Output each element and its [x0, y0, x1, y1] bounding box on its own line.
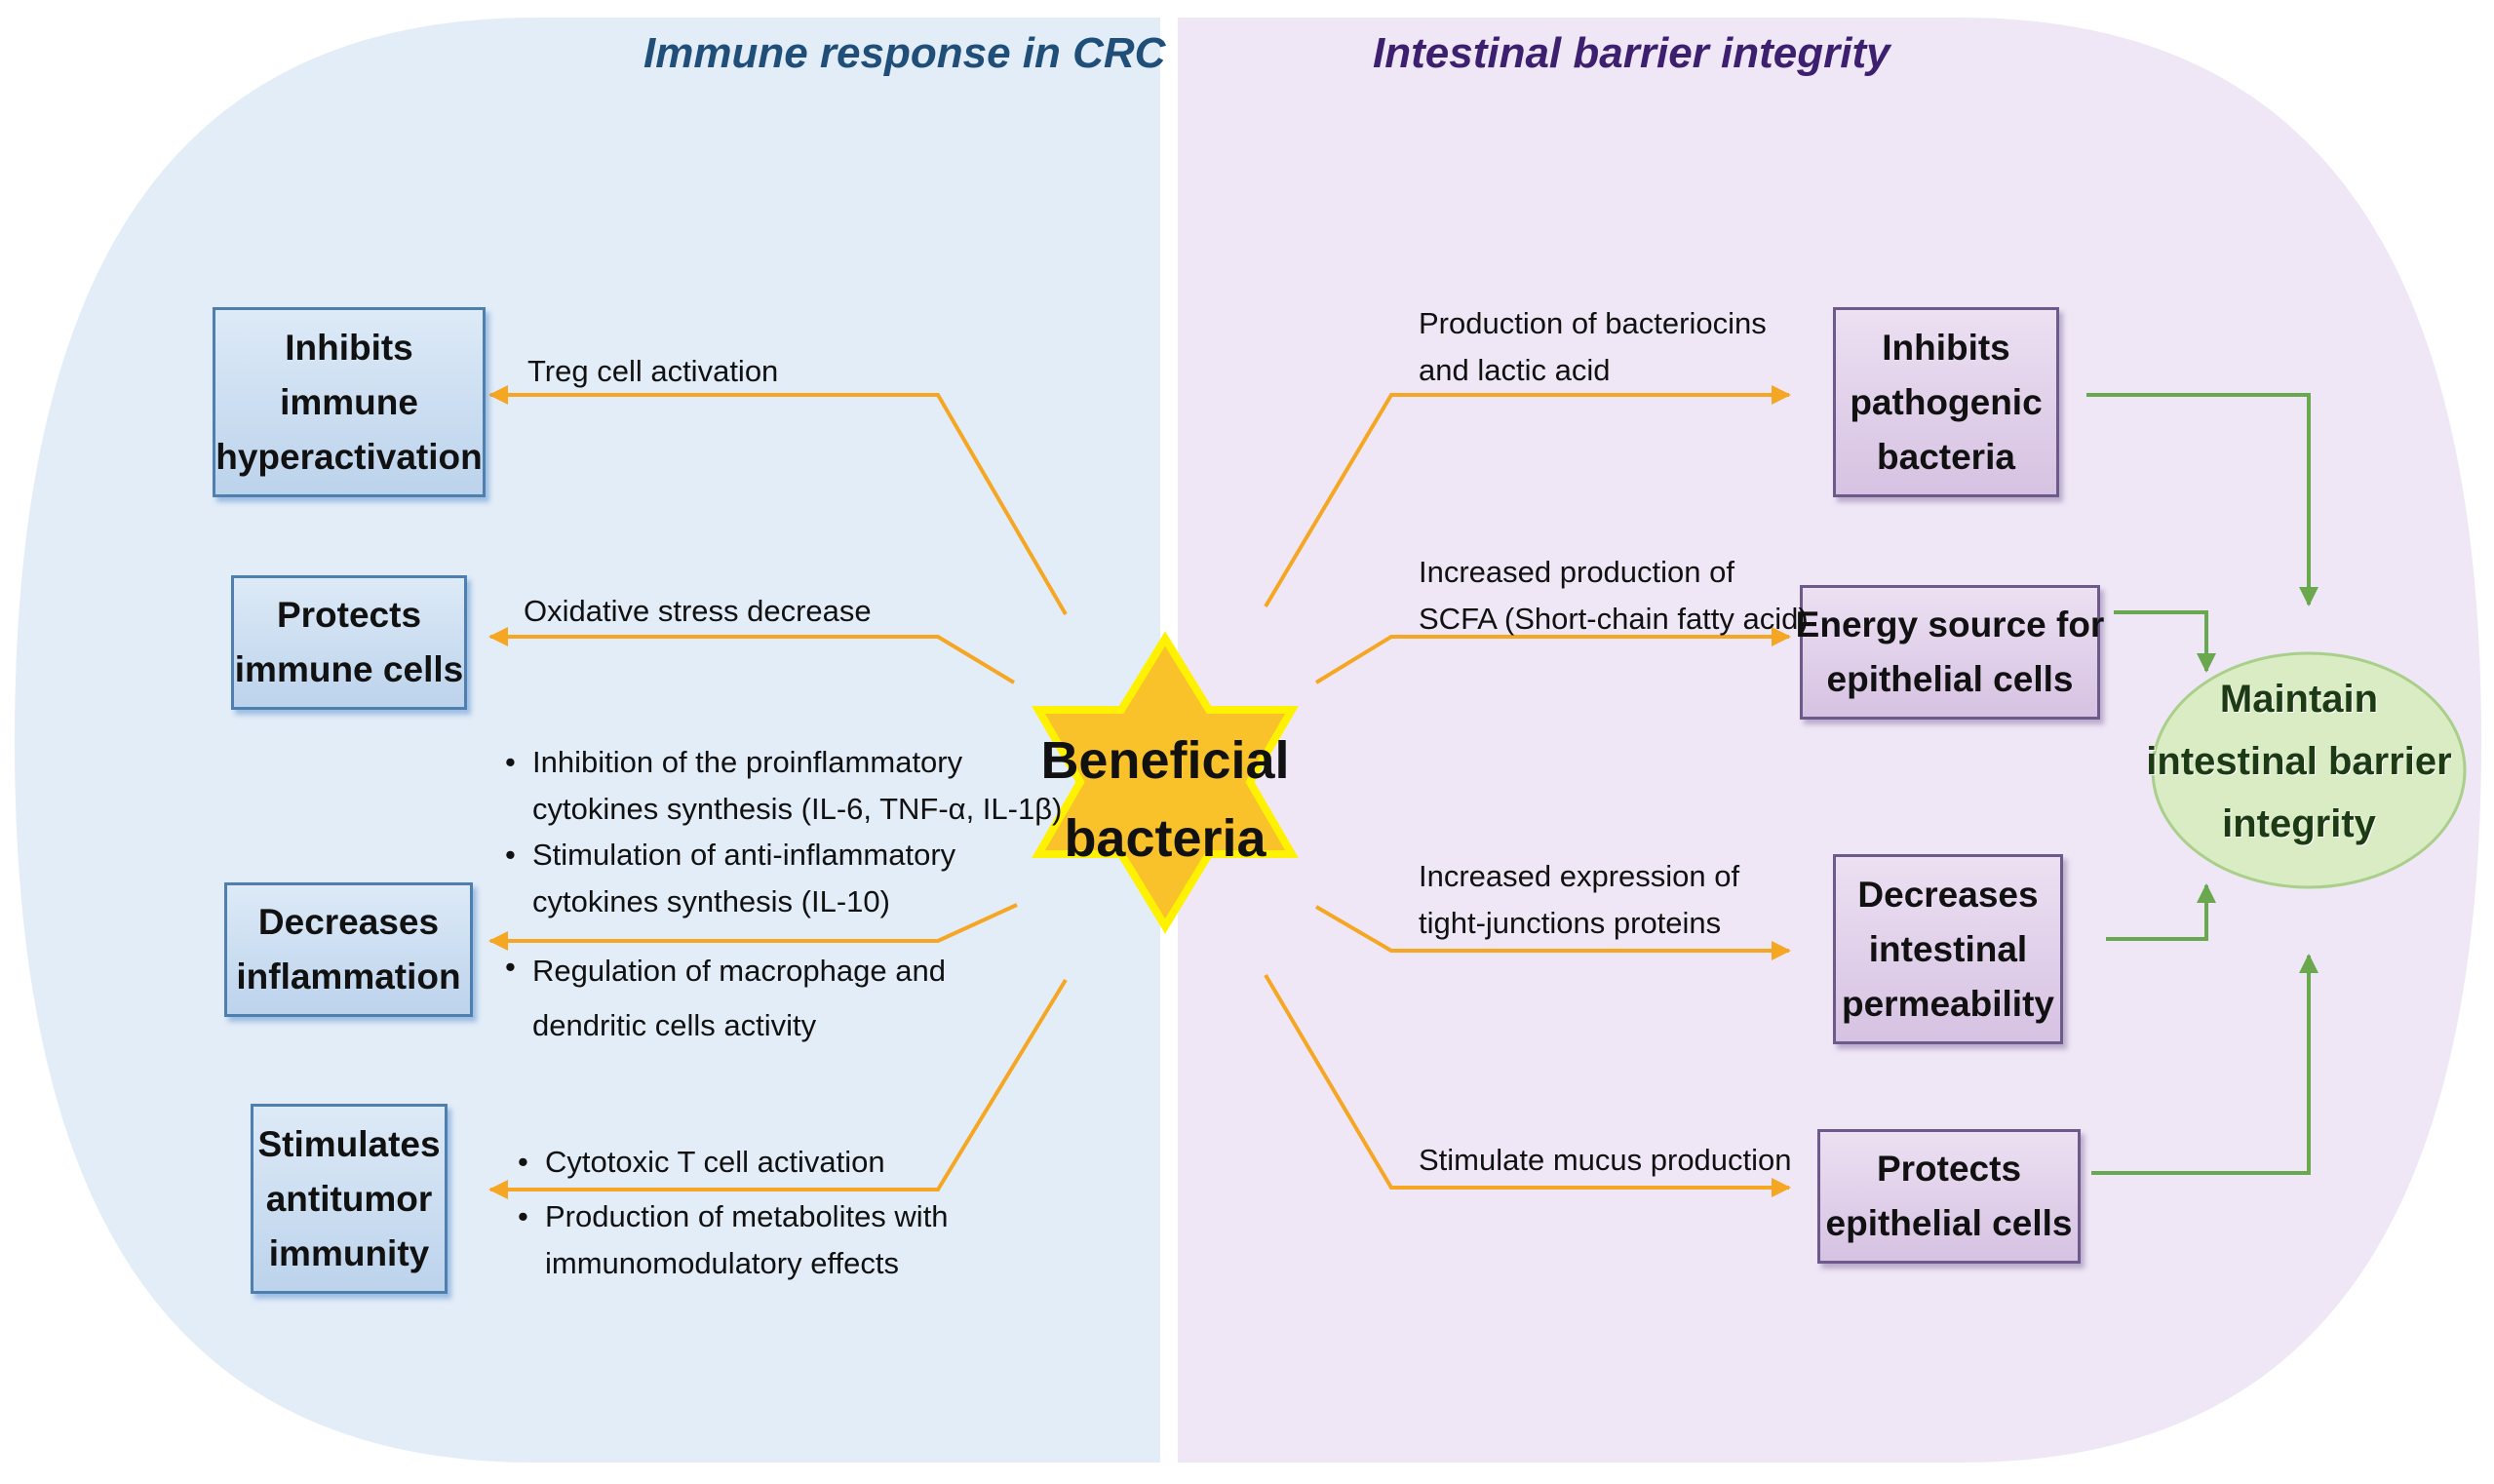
- box-decreases-inflammation: Decreases inflammation: [224, 882, 473, 1017]
- maintain-label-line1: Maintain: [2219, 678, 2379, 721]
- box-line: Decreases: [257, 902, 440, 942]
- arrow-oxidative: [488, 627, 1016, 684]
- box-line: Energy source for: [1795, 605, 2105, 644]
- bullet-line: Cytotoxic T cell activation: [545, 1145, 885, 1179]
- bullet-line: cytokines synthesis (IL-10): [532, 884, 890, 918]
- box-line: epithelial cells: [1826, 659, 2074, 699]
- box-line: Stimulates: [257, 1123, 441, 1164]
- label-tight-1: Increased expression of: [1419, 859, 1740, 893]
- label-bacteriocins-2: and lactic acid: [1419, 353, 1611, 387]
- box-inhibits-immune-hyperactivation: Inhibits immune hyperactivation: [213, 307, 486, 497]
- label-mucus: Stimulate mucus production: [1419, 1143, 1792, 1177]
- label-scfa-1: Increased production of: [1419, 555, 1734, 589]
- box-line: immunity: [268, 1232, 430, 1273]
- box-line: Protects: [1876, 1149, 2022, 1189]
- box-protects-immune-cells: Protects immune cells: [231, 575, 467, 710]
- box-line: immune cells: [234, 649, 464, 689]
- box-line: immune: [280, 381, 418, 422]
- arrow-antitumor: [488, 978, 1068, 1199]
- center-label: Beneficial bacteria: [1038, 722, 1292, 878]
- label-treg: Treg cell activation: [527, 354, 779, 388]
- arrow-green-pathogenic: [2086, 393, 2319, 606]
- bullet-line: dendritic cells activity: [532, 1008, 817, 1042]
- bullet-inflammation-1: • Inhibition of the proinflammatory cyto…: [505, 739, 1062, 833]
- arrow-inflammation: [488, 903, 1018, 951]
- box-line: Decreases: [1857, 874, 2039, 915]
- maintain-ellipse: [2151, 651, 2467, 889]
- arrow-tight: [1314, 905, 1791, 960]
- box-energy-source: Energy source for epithelial cells: [1796, 585, 2104, 720]
- bullet-inflammation-2: • Stimulation of anti-inflammatory cytok…: [505, 832, 955, 925]
- maintain-label-line2: intestinal barrier: [2146, 740, 2452, 783]
- box-line: bacteria: [1877, 436, 2015, 477]
- arrow-green-energy: [2114, 610, 2216, 673]
- center-label-line1: Beneficial: [1040, 731, 1290, 790]
- label-tight-2: tight-junctions proteins: [1419, 906, 1722, 940]
- box-line: inflammation: [236, 957, 461, 996]
- bullet-antitumor-2: • Production of metabolites with immunom…: [518, 1193, 949, 1287]
- bullet-line: Stimulation of anti-inflammatory: [532, 838, 956, 872]
- box-line: pathogenic: [1850, 381, 2043, 422]
- box-inhibits-pathogenic-bacteria: Inhibits pathogenic bacteria: [1833, 307, 2059, 497]
- box-line: permeability: [1842, 983, 2054, 1024]
- maintain-label-line3: integrity: [2222, 802, 2376, 845]
- bullet-line: Regulation of macrophage and: [532, 954, 946, 988]
- label-scfa-2: SCFA (Short-chain fatty acid): [1419, 602, 1809, 636]
- box-line: antitumor: [265, 1178, 433, 1219]
- arrow-mucus: [1264, 973, 1791, 1197]
- right-panel: [1178, 18, 2481, 1463]
- box-line: intestinal: [1868, 928, 2028, 969]
- box-line: hyperactivation: [215, 436, 483, 477]
- arrow-treg: [488, 385, 1068, 616]
- bullet-line: Inhibition of the proinflammatory: [532, 745, 963, 779]
- left-panel-title: Immune response in CRC: [643, 29, 1166, 77]
- arrow-green-permeability: [2106, 883, 2216, 941]
- bullet-antitumor-1: • Cytotoxic T cell activation: [518, 1139, 885, 1186]
- label-oxidative: Oxidative stress decrease: [524, 594, 872, 628]
- maintain-label: Maintain intestinal barrier integrity: [2143, 668, 2455, 855]
- box-line: Inhibits: [1882, 327, 2010, 368]
- bullet-inflammation-3: • Regulation of macrophage and dendritic…: [505, 944, 946, 1053]
- arrow-green-epithelial: [2091, 954, 2319, 1175]
- center-star: [1032, 631, 1299, 934]
- box-stimulates-antitumor-immunity: Stimulates antitumor immunity: [251, 1104, 448, 1294]
- center-label-line2: bacteria: [1064, 809, 1266, 868]
- box-decreases-permeability: Decreases intestinal permeability: [1833, 854, 2063, 1044]
- label-bacteriocins-1: Production of bacteriocins: [1419, 306, 1767, 340]
- arrow-bacteriocins: [1264, 385, 1791, 608]
- box-line: Protects: [276, 595, 422, 635]
- arrow-scfa: [1314, 627, 1791, 684]
- bullet-line: immunomodulatory effects: [545, 1246, 899, 1280]
- box-line: epithelial cells: [1825, 1203, 2073, 1243]
- box-protects-epithelial-cells: Protects epithelial cells: [1817, 1129, 2081, 1264]
- bullet-line: cytokines synthesis (IL-6, TNF-α, IL-1β): [532, 792, 1063, 826]
- box-line: Inhibits: [285, 327, 413, 368]
- right-panel-title: Intestinal barrier integrity: [1373, 29, 1890, 77]
- bullet-line: Production of metabolites with: [545, 1199, 949, 1233]
